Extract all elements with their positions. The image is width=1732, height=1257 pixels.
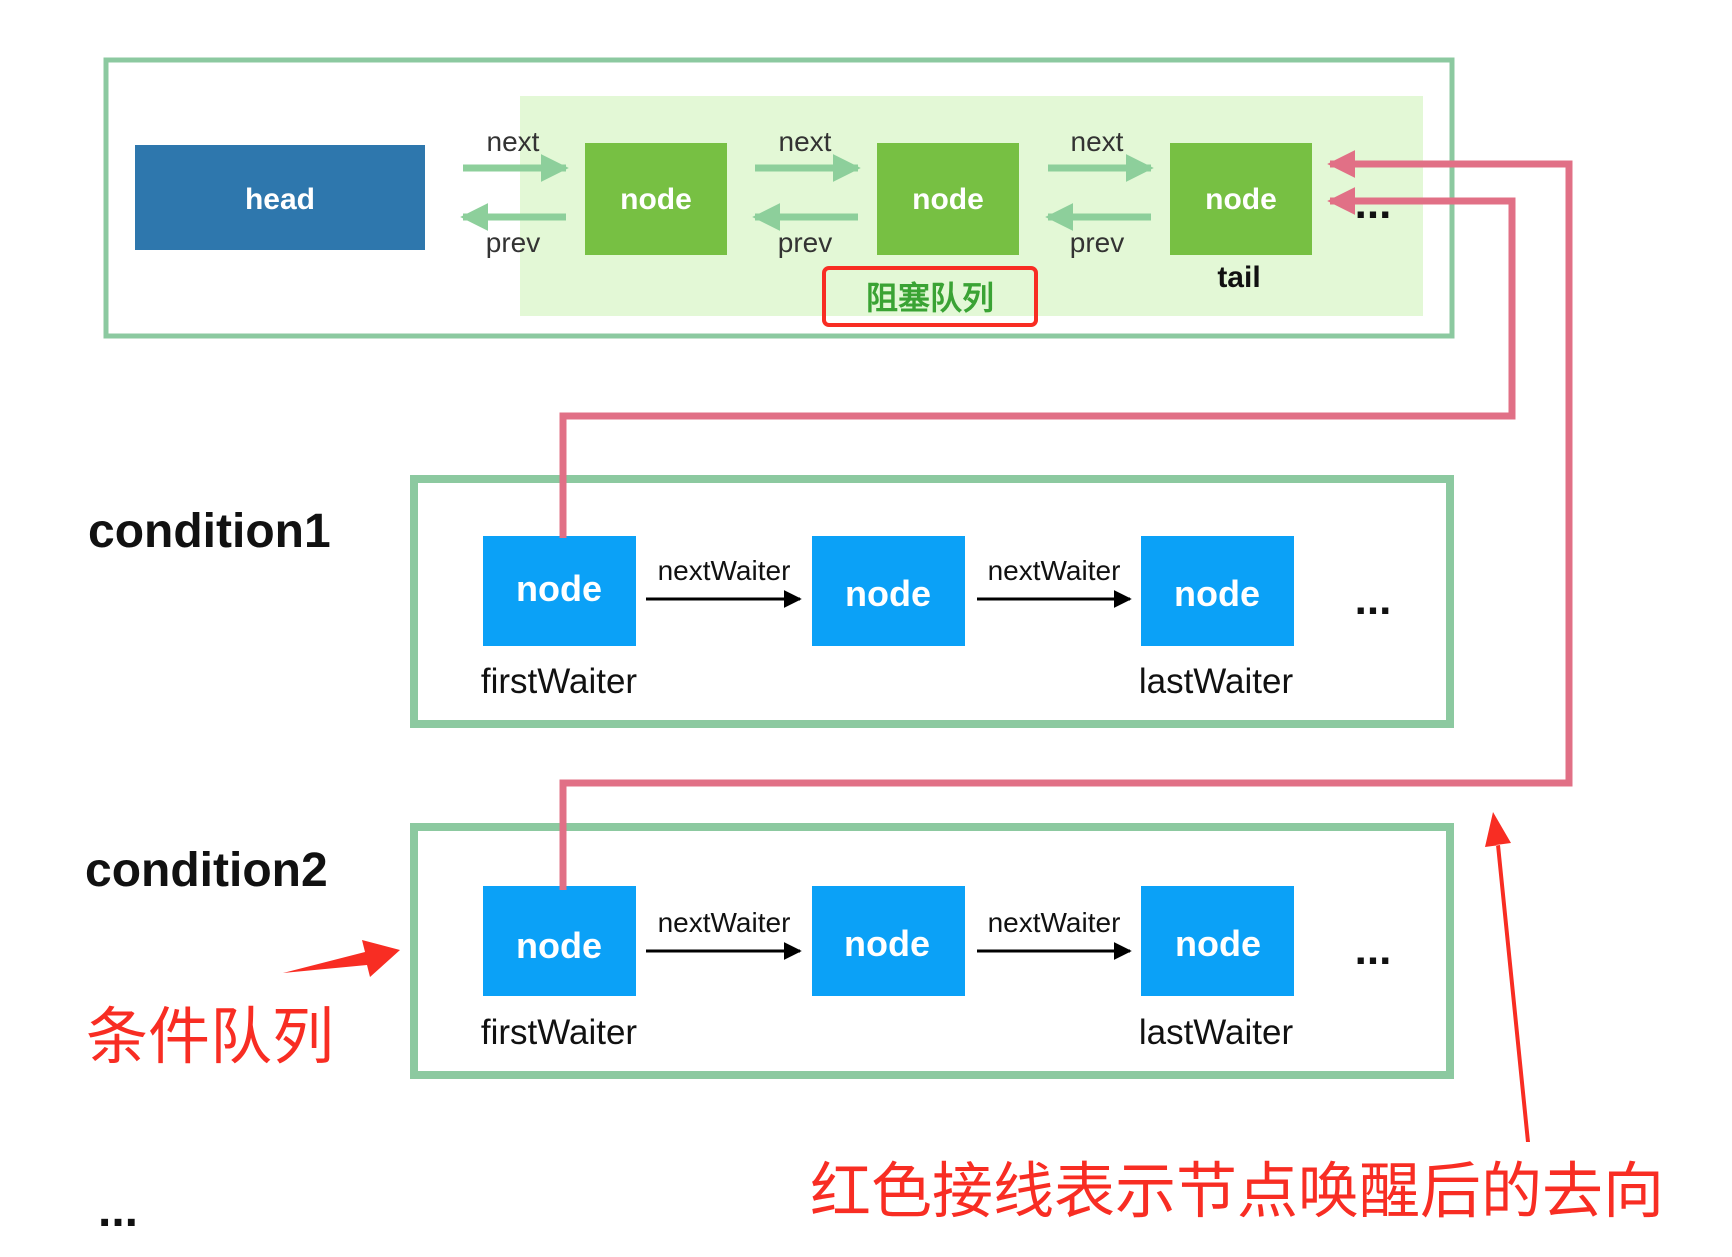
more-conditions-ellipsis: ... — [98, 1184, 138, 1237]
wake-transfer-lines — [559, 150, 1573, 890]
wake-line-condition1 — [559, 187, 1516, 538]
sync-node-2-label: node — [912, 183, 984, 216]
annotations: 条件队列 红色接线表示节点唤醒后的去向 — [86, 812, 1664, 1227]
condition1-link-label-2: nextWaiter — [988, 555, 1121, 586]
sync-node-1 — [585, 143, 727, 255]
condition1-node-1-label: node — [516, 568, 602, 609]
tail-label: tail — [1217, 261, 1260, 294]
sync-queue-panel: head node node node next prev next prev … — [103, 57, 1455, 339]
condition1-node-3-label: node — [1174, 573, 1260, 614]
condition1-node-2 — [812, 536, 965, 646]
condition2-section: condition2 node node node nextWaiter nex… — [85, 823, 1454, 1079]
wake-line-condition2 — [559, 150, 1573, 890]
condition2-border — [410, 823, 1454, 1079]
blocking-queue-caption: 阻塞队列 — [866, 279, 994, 317]
condition1-first-waiter: firstWaiter — [481, 662, 638, 701]
condition2-link-label-1: nextWaiter — [658, 907, 791, 938]
condition2-link-label-2: nextWaiter — [988, 907, 1121, 938]
next-label-2: next — [779, 126, 832, 157]
condition1-link-label-1: nextWaiter — [658, 555, 791, 586]
blocking-queue-caption-box — [822, 266, 1038, 327]
head-node — [135, 145, 425, 250]
sync-node-2 — [877, 143, 1019, 255]
condition1-last-waiter: lastWaiter — [1139, 662, 1294, 701]
condition2-title: condition2 — [85, 844, 328, 897]
sync-node-3 — [1170, 143, 1312, 255]
condition-queue-pointer-arrow — [283, 940, 400, 977]
next-label-1: next — [487, 126, 540, 157]
condition2-last-waiter: lastWaiter — [1139, 1013, 1294, 1052]
condition2-node-2-label: node — [844, 923, 930, 964]
prev-label-2: prev — [778, 227, 832, 258]
head-label: head — [245, 183, 315, 216]
condition1-node-1 — [483, 536, 636, 646]
condition2-node-1-label: node — [516, 925, 602, 966]
condition2-ellipsis: ... — [1355, 925, 1392, 974]
condition2-node-3 — [1141, 886, 1294, 996]
condition1-section: condition1 node node node nextWaiter nex… — [88, 475, 1454, 728]
condition2-node-3-label: node — [1175, 923, 1261, 964]
condition-queue-annotation: 条件队列 — [86, 1000, 334, 1073]
prev-label-3: prev — [1070, 227, 1124, 258]
sync-node-3-label: node — [1205, 183, 1277, 216]
condition2-node-1 — [483, 886, 636, 996]
condition1-border — [410, 475, 1454, 728]
condition2-first-waiter: firstWaiter — [481, 1013, 638, 1052]
wake-explanation-annotation: 红色接线表示节点唤醒后的去向 — [810, 1156, 1664, 1227]
condition1-ellipsis: ... — [1355, 575, 1392, 624]
condition1-title: condition1 — [88, 505, 331, 558]
next-label-3: next — [1071, 126, 1124, 157]
condition1-node-2-label: node — [845, 573, 931, 614]
condition1-node-3 — [1141, 536, 1294, 646]
condition2-node-2 — [812, 886, 965, 996]
prev-label-1: prev — [486, 227, 540, 258]
wake-explanation-pointer-arrow — [1485, 812, 1530, 1142]
sync-node-1-label: node — [620, 183, 692, 216]
